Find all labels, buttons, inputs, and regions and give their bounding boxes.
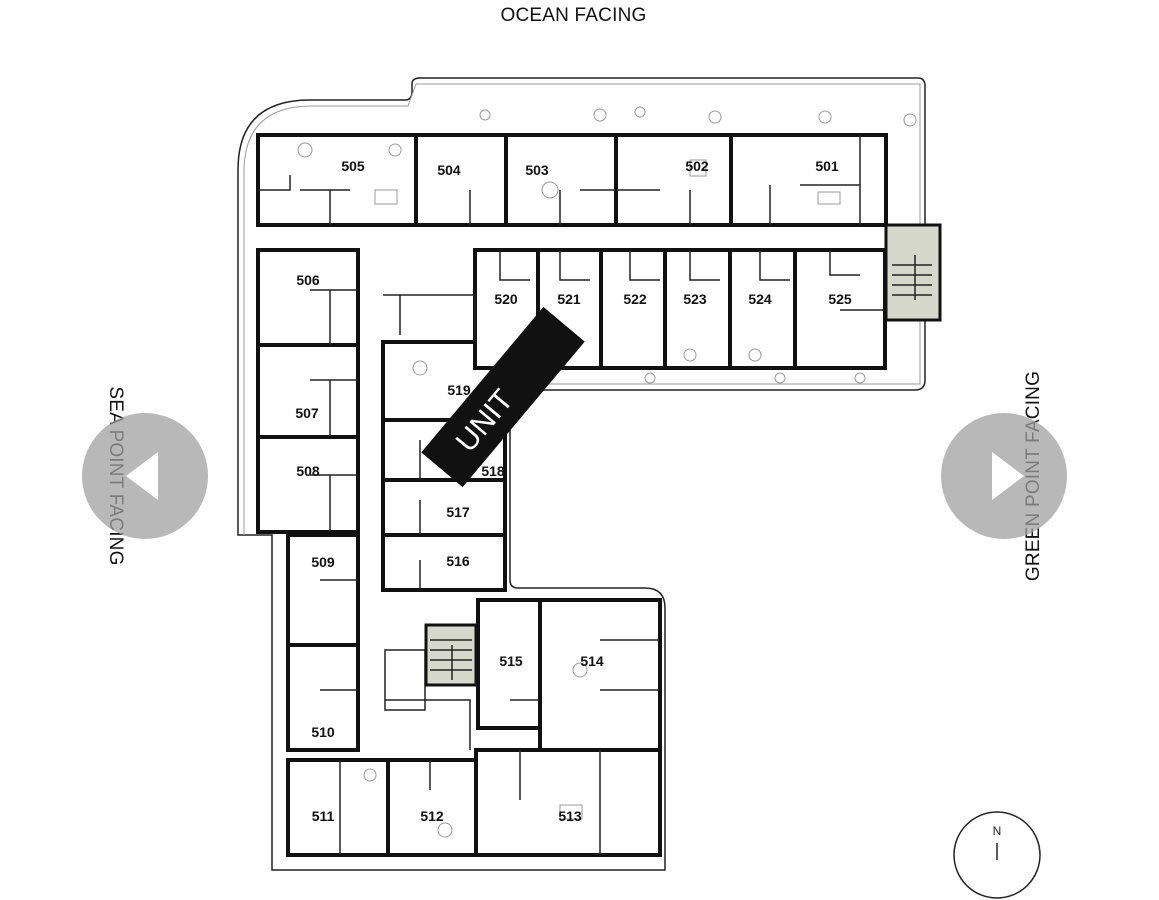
unit-504[interactable]	[414, 133, 508, 227]
unit-label-501: 501	[815, 158, 839, 174]
ocean-facing-label: OCEAN FACING	[0, 5, 1159, 27]
unit-label-510: 510	[311, 724, 335, 740]
unit-507[interactable]	[256, 343, 360, 439]
north-compass: N	[953, 811, 1041, 899]
compass-north-label: N	[993, 824, 1002, 838]
unit-505[interactable]	[256, 133, 418, 227]
unit-514[interactable]	[538, 598, 662, 752]
unit-515[interactable]	[476, 598, 542, 730]
stairs-east-treads	[892, 255, 932, 300]
unit-label-519: 519	[447, 382, 471, 398]
interior-walls	[258, 135, 885, 855]
unit-517[interactable]	[381, 478, 507, 537]
stairwell-core	[424, 623, 478, 687]
unit-label-509: 509	[311, 554, 335, 570]
unit-label-520: 520	[494, 291, 518, 307]
unit-501[interactable]	[729, 133, 888, 227]
unit-label-508: 508	[296, 463, 320, 479]
unit-label-523: 523	[683, 291, 707, 307]
stairwell-east	[884, 223, 942, 322]
triangle-right-icon	[992, 452, 1024, 500]
unit-label-514: 514	[580, 653, 604, 669]
stairs-core-treads	[430, 639, 472, 680]
unit-label-524: 524	[748, 291, 772, 307]
unit-label-511: 511	[312, 808, 335, 824]
unit-525[interactable]	[793, 248, 887, 370]
unit-label-517: 517	[446, 504, 470, 520]
terrace-railing	[243, 83, 921, 535]
unit-label-502: 502	[685, 158, 709, 174]
unit-512[interactable]	[386, 758, 478, 857]
triangle-left-icon	[126, 452, 158, 500]
units	[256, 133, 888, 857]
unit-label-504: 504	[437, 162, 461, 178]
unit-label-513: 513	[558, 808, 582, 824]
unit-labels: 505 504 503 502 501 506 507 508 509 510 …	[295, 158, 852, 824]
unit-524[interactable]	[728, 248, 797, 370]
unit-523[interactable]	[663, 248, 732, 370]
previous-view-button[interactable]	[82, 413, 208, 539]
unit-label-515: 515	[499, 653, 523, 669]
unit-label-516: 516	[446, 553, 470, 569]
compass-circle	[953, 811, 1041, 899]
unit-509[interactable]	[286, 533, 360, 647]
unit-502[interactable]	[614, 133, 733, 227]
unit-503[interactable]	[504, 133, 618, 227]
unit-516[interactable]	[381, 533, 507, 592]
unit-510[interactable]	[286, 643, 360, 752]
unit-label-518: 518	[481, 463, 505, 479]
unit-506[interactable]	[256, 248, 360, 347]
unit-513[interactable]	[474, 748, 662, 857]
unit-511[interactable]	[286, 758, 390, 857]
unit-label-525: 525	[828, 291, 852, 307]
unit-label-522: 522	[623, 291, 647, 307]
next-view-button[interactable]	[941, 413, 1067, 539]
ocean-facing-text: OCEAN FACING	[500, 5, 647, 26]
unit-banner-background	[421, 306, 585, 488]
unit-522[interactable]	[599, 248, 667, 370]
unit-label-506: 506	[296, 272, 320, 288]
terrace-outline	[237, 77, 926, 871]
unit-508[interactable]	[256, 435, 360, 534]
unit-label-507: 507	[295, 405, 319, 421]
unit-label-512: 512	[420, 808, 444, 824]
unit-label-503: 503	[525, 162, 549, 178]
unit-label-505: 505	[341, 158, 365, 174]
unit-label-521: 521	[557, 291, 581, 307]
